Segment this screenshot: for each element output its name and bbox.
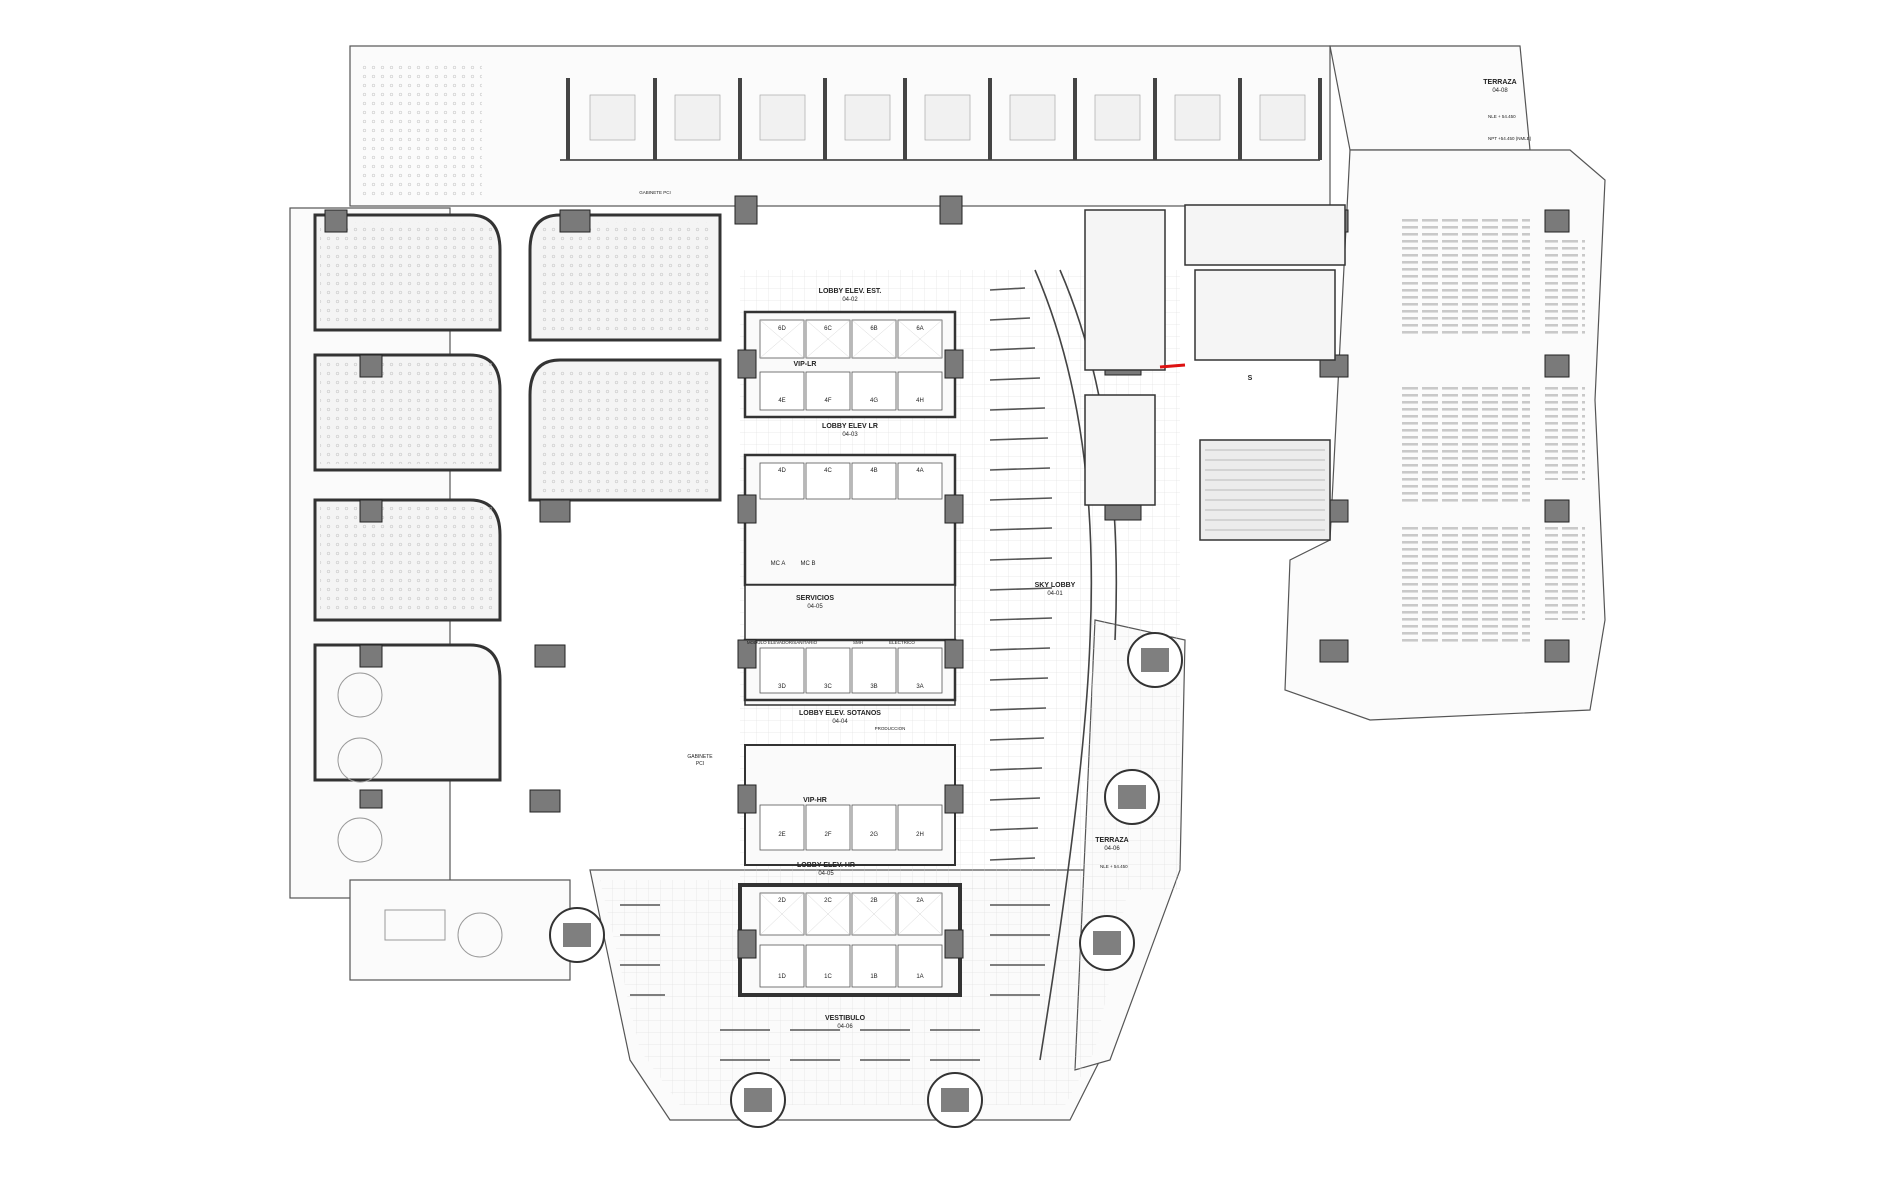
elev-6c: 6C — [824, 326, 832, 332]
lounge-tables — [337, 672, 503, 958]
label-lobby-elev-sotanos: LOBBY ELEV. SOTANOS — [799, 710, 881, 717]
code-lobby-elev-sotanos: 04-04 — [832, 719, 848, 725]
label-lobby-elev-lr: LOBBY ELEV LR — [822, 423, 878, 430]
code-terraza-right: 04-06 — [1104, 846, 1120, 852]
elev-4f: 4F — [824, 398, 831, 404]
vestibulo-benches — [620, 904, 1050, 1061]
elev-4h: 4H — [916, 398, 924, 404]
label-mc-b: MC B — [801, 561, 816, 567]
meeting-rooms-row — [560, 78, 1322, 161]
code-servicios: 04-05 — [807, 604, 823, 610]
elev-6d: 6D — [778, 326, 786, 332]
elev-2h: 2H — [916, 832, 924, 838]
elev-2e: 2E — [778, 832, 785, 838]
label-servicios: SERVICIOS — [796, 595, 834, 602]
label-gabinete-top: GABINETE PCI — [639, 190, 671, 195]
level-terraza-right: NLE + 54.450 — [1100, 864, 1128, 869]
code-lobby-elev-lr: 04-03 — [842, 432, 858, 438]
elev-2b: 2B — [870, 898, 877, 904]
elevator-labels: 6D 6C 6B 6A 4E 4F 4G 4H 4D 4C 4B 4A 3D 3… — [778, 326, 924, 980]
elev-3c: 3C — [824, 684, 832, 690]
label-vestibulo: VESTIBULO — [825, 1015, 866, 1022]
code-lobby-elev-hr: 04-05 — [818, 871, 834, 877]
label-sky-lobby: SKY LOBBY — [1035, 582, 1076, 589]
label-vip-hr: VIP-HR — [803, 797, 827, 804]
code-lobby-elev-est: 04-02 — [842, 297, 858, 303]
elev-2d: 2D — [778, 898, 786, 904]
elevator-cab-crosses — [759, 319, 943, 936]
label-stair-s: S — [1248, 375, 1253, 382]
elev-1c: 1C — [824, 974, 832, 980]
furniture-patterns — [320, 222, 713, 614]
label-gabinete: GABINETE — [687, 754, 713, 760]
room-labels: LOBBY ELEV. EST. 04-02 VIP-LR LOBBY ELEV… — [639, 79, 1516, 1030]
elev-6a: 6A — [916, 326, 923, 332]
elev-2f: 2F — [824, 832, 831, 838]
auditorium — [1400, 215, 1585, 645]
label-terraza-right: TERRAZA — [1095, 837, 1128, 844]
elev-4c: 4C — [824, 468, 832, 474]
label-lobby-elev-hr: LOBBY ELEV. HR — [797, 862, 855, 869]
elev-1d: 1D — [778, 974, 786, 980]
label-vip-lr: VIP-LR — [794, 361, 817, 368]
label-smh: SMH — [853, 640, 863, 645]
label-lobby-elev-est: LOBBY ELEV. EST. — [819, 288, 882, 295]
elev-4g: 4G — [870, 398, 878, 404]
label-electrico: ELECTRICO — [889, 640, 915, 645]
label-modulo: MODULO ELEVADOR/SANITARIO — [747, 640, 818, 645]
elev-4b: 4B — [870, 468, 877, 474]
label-produccion: PRODUCCION — [875, 726, 906, 731]
level-terraza-top-1: NLE + 54.450 — [1488, 114, 1516, 119]
column-cores — [563, 648, 1169, 1112]
elev-4e: 4E — [778, 398, 785, 404]
elev-2c: 2C — [824, 898, 832, 904]
elev-3b: 3B — [870, 684, 877, 690]
code-gabinete: PCI — [696, 761, 704, 767]
elev-4a: 4A — [916, 468, 923, 474]
stair-hatch — [1205, 449, 1325, 531]
elev-2g: 2G — [870, 832, 878, 838]
code-terraza-top: 04-08 — [1492, 88, 1508, 94]
code-sky-lobby: 04-01 — [1047, 591, 1063, 597]
red-marker — [1159, 363, 1186, 369]
elev-2a: 2A — [916, 898, 923, 904]
sky-lobby-benches — [989, 287, 1053, 861]
elev-1b: 1B — [870, 974, 877, 980]
label-mc-a: MC A — [771, 561, 786, 567]
elev-4d: 4D — [778, 468, 786, 474]
elev-3a: 3A — [916, 684, 923, 690]
elev-1a: 1A — [916, 974, 923, 980]
code-vestibulo: 04-06 — [837, 1024, 853, 1030]
elev-3d: 3D — [778, 684, 786, 690]
level-terraza-top-2: NPT +54.450 (NMLE) — [1488, 136, 1532, 141]
level-labels: NLE + 54.450 NPT +54.450 (NMLE) NLE + 54… — [1100, 114, 1532, 869]
label-terraza-top: TERRAZA — [1483, 79, 1516, 86]
elev-6b: 6B — [870, 326, 877, 332]
